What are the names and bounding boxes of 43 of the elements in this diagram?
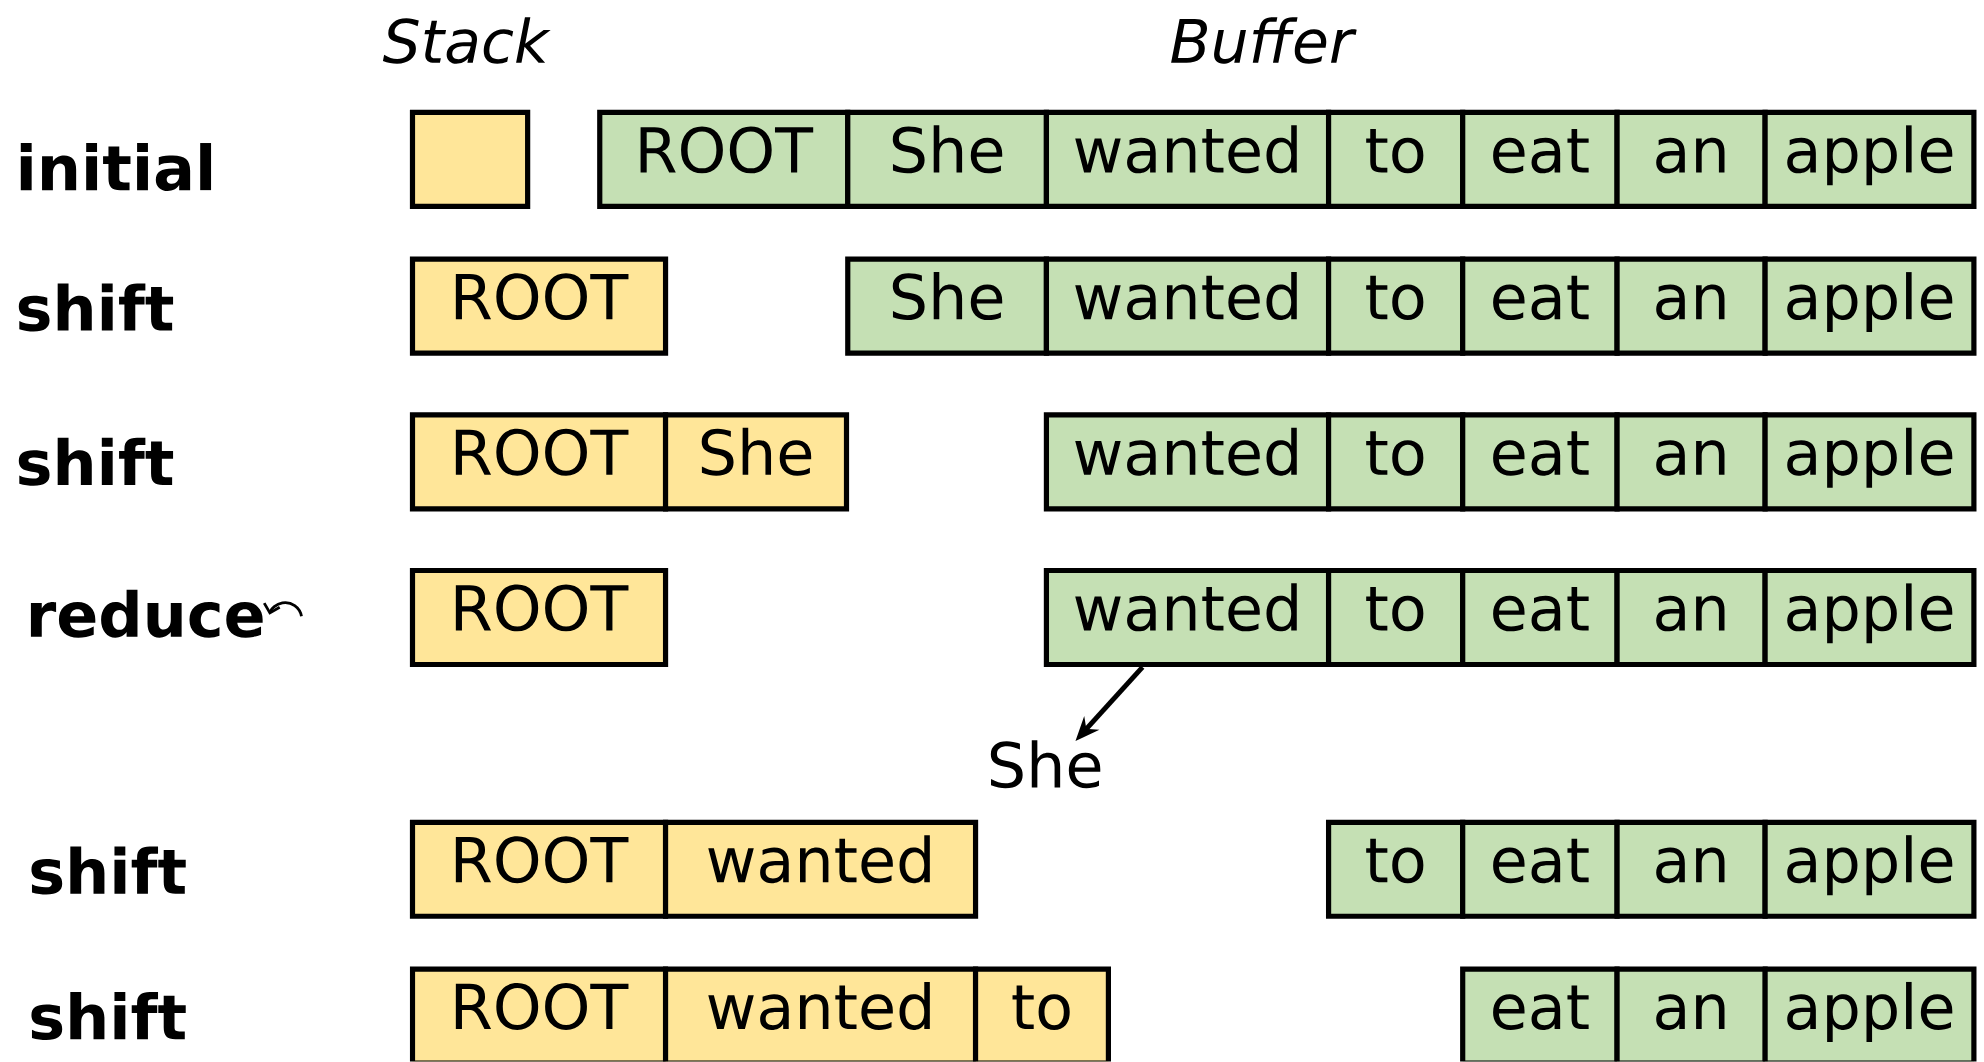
stack-cell: ROOT <box>409 568 669 668</box>
buffer-cell: an <box>1614 568 1768 668</box>
row-label: shift <box>18 283 174 332</box>
buffer-cell: apple <box>1762 256 1977 356</box>
buffer-cell: an <box>1614 256 1768 356</box>
stack-cell: ROOT <box>409 966 669 1062</box>
row-label: shift <box>31 992 186 1041</box>
buffer-cell: to <box>1326 412 1466 512</box>
buffer-cell: to <box>1326 110 1466 210</box>
buffer-cell: eat <box>1460 412 1620 512</box>
stack-cell: ROOT <box>409 412 669 512</box>
buffer-cell: eat <box>1460 110 1620 210</box>
buffer-cell: an <box>1614 412 1768 512</box>
stack-cell: She <box>662 412 850 512</box>
row-label: reduce <box>30 589 263 638</box>
buffer-cell: apple <box>1762 819 1977 920</box>
buffer-cell: to <box>1326 256 1466 356</box>
row-label: initial <box>20 143 212 192</box>
buffer-cell: She <box>845 110 1049 210</box>
empty-stack-cell <box>409 110 531 210</box>
buffer-cell: eat <box>1460 568 1620 668</box>
buffer-cell: an <box>1614 966 1768 1062</box>
buffer-cell: apple <box>1762 110 1977 210</box>
buffer-cell: eat <box>1460 256 1620 356</box>
column-header: Stack <box>382 17 551 64</box>
column-header: Buffer <box>1171 17 1357 64</box>
buffer-cell: apple <box>1762 568 1977 668</box>
buffer-cell: eat <box>1460 966 1620 1062</box>
stack-cell: ROOT <box>409 256 669 356</box>
buffer-cell: She <box>845 256 1049 356</box>
buffer-cell: ROOT <box>597 110 851 210</box>
buffer-cell: an <box>1614 819 1768 920</box>
buffer-cell: apple <box>1762 966 1977 1062</box>
buffer-cell: eat <box>1460 819 1620 920</box>
buffer-cell: to <box>1326 819 1466 920</box>
buffer-cell: an <box>1614 110 1768 210</box>
stack-cell: to <box>972 966 1111 1062</box>
word: She <box>990 740 1101 789</box>
stack-cell: ROOT <box>409 819 669 920</box>
row-label: shift <box>18 438 174 487</box>
buffer-cell: apple <box>1762 412 1977 512</box>
stack-cell: wanted <box>662 819 979 920</box>
row-label: shift <box>31 846 186 895</box>
